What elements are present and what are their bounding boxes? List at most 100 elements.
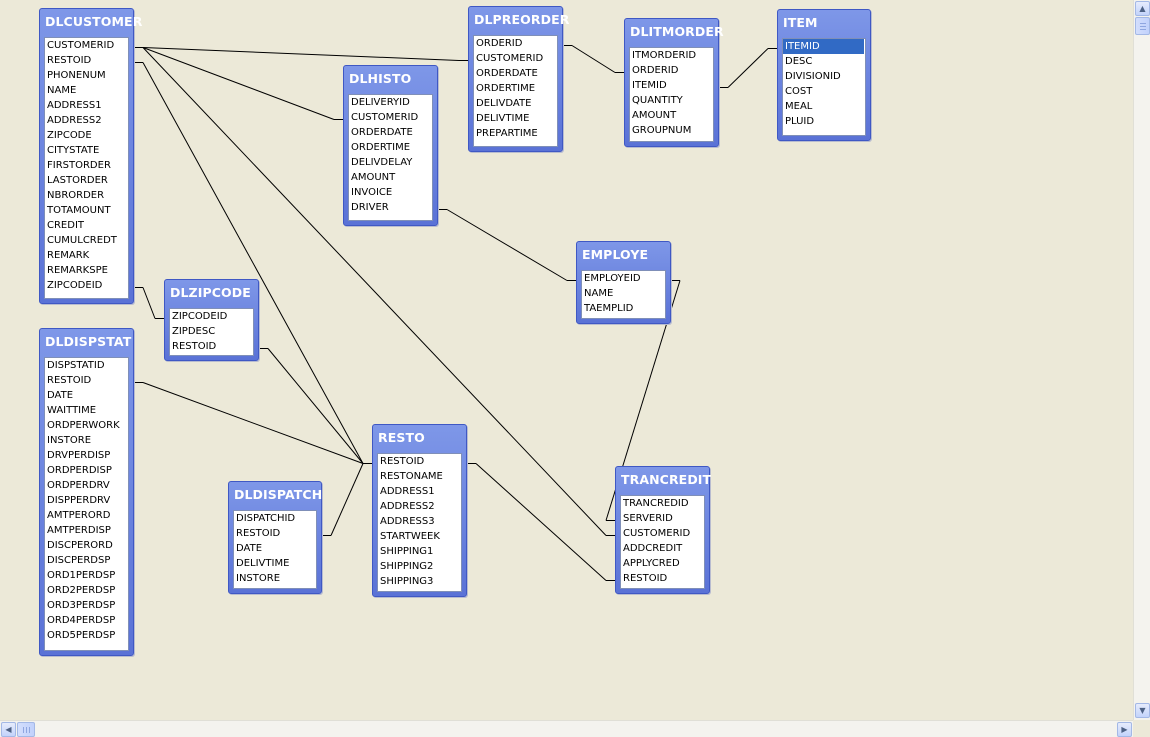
field-item[interactable]: QUANTITY <box>632 95 683 106</box>
table-title[interactable]: TRANCREDIT <box>621 472 712 487</box>
field-item[interactable]: SHIPPING2 <box>380 561 434 572</box>
field-item[interactable]: TAEMPLID <box>584 303 634 314</box>
field-item[interactable]: ORDERTIME <box>476 83 536 94</box>
field-item[interactable]: AMOUNT <box>351 172 396 183</box>
field-item[interactable]: AMTPERORD <box>47 510 111 521</box>
field-item[interactable]: ITEMID <box>632 80 667 91</box>
field-item[interactable]: CREDIT <box>47 220 85 231</box>
field-item[interactable]: ORDERID <box>632 65 679 76</box>
table-title[interactable]: RESTO <box>378 430 425 445</box>
field-item[interactable]: RESTONAME <box>380 471 443 482</box>
field-item[interactable]: RESTOID <box>380 456 425 467</box>
field-item[interactable]: ORD1PERDSP <box>47 570 116 581</box>
field-item[interactable]: DATE <box>47 390 74 401</box>
field-item[interactable]: ORDPERDRV <box>47 480 110 491</box>
field-item[interactable]: DESC <box>785 56 813 67</box>
field-item[interactable]: STARTWEEK <box>380 531 440 542</box>
field-item[interactable]: ZIPCODEID <box>47 280 103 291</box>
field-item[interactable]: DIVISIONID <box>785 71 841 82</box>
field-item[interactable]: PLUID <box>785 116 815 127</box>
relationship-line[interactable] <box>134 47 343 120</box>
field-item[interactable]: ZIPCODE <box>47 130 92 141</box>
field-item[interactable]: ORDERID <box>476 38 523 49</box>
table-title[interactable]: ITEM <box>783 15 818 30</box>
field-item[interactable]: ADDRESS2 <box>380 501 435 512</box>
field-item[interactable]: PHONENUM <box>47 70 106 81</box>
scroll-up-icon[interactable]: ▲ <box>1135 1 1150 16</box>
field-item[interactable]: SHIPPING3 <box>380 576 434 587</box>
field-item[interactable]: SERVERID <box>623 513 673 524</box>
field-item[interactable]: RESTOID <box>47 375 92 386</box>
field-item[interactable]: RESTOID <box>236 528 281 539</box>
relationship-line[interactable] <box>438 209 576 281</box>
field-item[interactable]: CUMULCREDT <box>47 235 117 246</box>
field-item[interactable]: DISCPERDSP <box>47 555 111 566</box>
field-item[interactable]: ADDCREDIT <box>623 543 683 554</box>
field-item[interactable]: CUSTOMERID <box>47 40 115 51</box>
table-title[interactable]: DLDISPSTAT <box>45 334 132 349</box>
field-item[interactable]: WAITTIME <box>47 405 97 416</box>
field-item[interactable]: ORDERDATE <box>351 127 413 138</box>
field-item[interactable]: COST <box>785 86 813 97</box>
scroll-down-icon[interactable]: ▼ <box>1135 703 1150 718</box>
field-item[interactable]: NAME <box>47 85 77 96</box>
field-list[interactable]: EMPLOYEID NAME TAEMPLID <box>581 270 666 319</box>
field-item[interactable]: REMARK <box>47 250 90 261</box>
field-item[interactable]: CUSTOMERID <box>351 112 419 123</box>
field-item[interactable]: INSTORE <box>47 435 92 446</box>
field-item[interactable]: DELIVTIME <box>236 558 290 569</box>
field-item[interactable]: NAME <box>584 288 614 299</box>
field-item[interactable]: ORD2PERDSP <box>47 585 116 596</box>
field-item[interactable]: DELIVTIME <box>476 113 530 124</box>
relationship-line[interactable] <box>719 48 777 88</box>
vertical-scroll-thumb[interactable] <box>1135 17 1150 35</box>
field-item[interactable]: DELIVDATE <box>476 98 532 109</box>
horizontal-scroll-thumb[interactable] <box>17 722 35 737</box>
field-item[interactable]: GROUPNUM <box>632 125 692 136</box>
relationship-line[interactable] <box>134 62 372 464</box>
field-item[interactable]: MEAL <box>785 101 813 112</box>
field-item[interactable]: TRANCREDID <box>623 498 689 509</box>
field-item[interactable]: DRVPERDISP <box>47 450 111 461</box>
field-item[interactable]: RESTOID <box>623 573 668 584</box>
field-item[interactable]: DISPATCHID <box>236 513 296 524</box>
field-item[interactable]: REMARKSPE <box>47 265 108 276</box>
field-item[interactable]: APPLYCRED <box>623 558 680 569</box>
table-item[interactable]: ITEM ITEMID DESC DIVISIONID COST MEAL PLUID <box>777 9 871 141</box>
relationship-line[interactable] <box>467 463 615 581</box>
field-item[interactable]: ITEMID <box>783 39 864 54</box>
scroll-left-icon[interactable]: ◀ <box>1 722 16 737</box>
field-item[interactable]: ORD5PERDSP <box>47 630 116 641</box>
field-item[interactable]: INVOICE <box>351 187 393 198</box>
field-item[interactable]: ORD4PERDSP <box>47 615 116 626</box>
field-list[interactable]: ITEMID DESC DIVISIONID COST MEAL PLUID <box>782 38 866 136</box>
field-item[interactable]: TOTAMOUNT <box>47 205 111 216</box>
table-employe[interactable]: EMPLOYE EMPLOYEID NAME TAEMPLID <box>576 241 671 324</box>
field-item[interactable]: ADDRESS1 <box>47 100 102 111</box>
table-title[interactable]: DLITMORDER <box>630 24 724 39</box>
table-title[interactable]: DLHISTO <box>349 71 412 86</box>
field-item[interactable]: EMPLOYEID <box>584 273 641 284</box>
relationship-line[interactable] <box>134 47 468 61</box>
table-title[interactable]: DLDISPATCH <box>234 487 323 502</box>
field-item[interactable]: CUSTOMERID <box>476 53 544 64</box>
table-title[interactable]: EMPLOYE <box>582 247 649 262</box>
field-item[interactable]: INSTORE <box>236 573 281 584</box>
horizontal-scrollbar[interactable]: ◀ ▶ <box>0 720 1133 737</box>
table-title[interactable]: DLZIPCODE <box>170 285 251 300</box>
field-item[interactable]: FIRSTORDER <box>47 160 111 171</box>
